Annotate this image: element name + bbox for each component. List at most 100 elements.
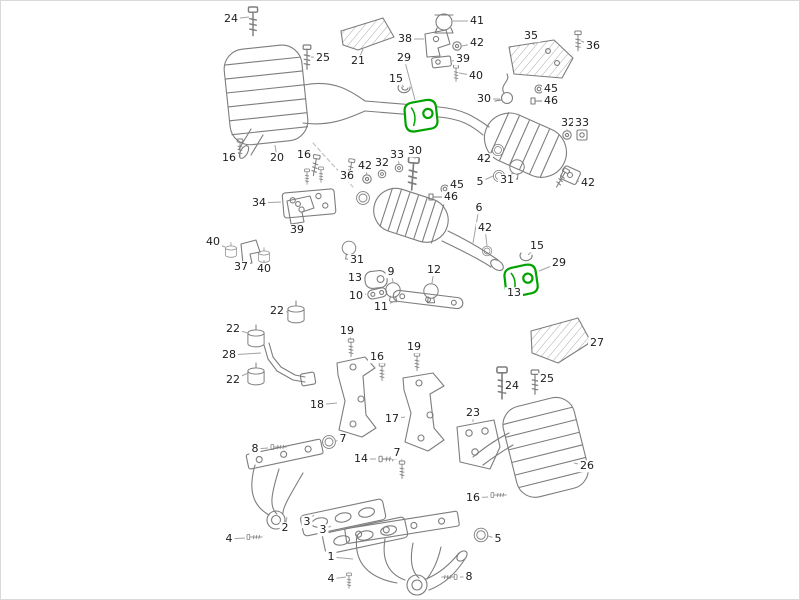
reference-dashed-line	[312, 142, 354, 188]
washer-42	[452, 41, 462, 51]
leader-line	[380, 301, 394, 308]
leader-line	[232, 372, 249, 381]
sealing-ring-45-mid	[440, 184, 450, 194]
leader-line	[274, 144, 278, 159]
seal-ring-7	[322, 435, 336, 449]
leader-line	[376, 356, 383, 364]
leader-line	[232, 328, 249, 334]
rubber-hanger-29-highlighted-2	[502, 262, 540, 299]
leader-line	[228, 352, 262, 356]
bracket-38	[424, 29, 451, 58]
leader-line	[391, 416, 406, 420]
rubber-hanger-29-highlighted	[402, 98, 440, 134]
bracket-28	[263, 342, 317, 387]
rubber-hanger-13-a	[363, 269, 389, 290]
gasket-3-a	[300, 498, 387, 537]
air-deflector-27	[530, 317, 592, 364]
leader-line	[330, 556, 354, 560]
screw-46	[530, 97, 546, 105]
leader-line	[487, 535, 499, 540]
mount-22-c	[247, 362, 265, 386]
stud-30-mid	[405, 155, 421, 192]
leader-line	[431, 269, 435, 284]
leader-line	[403, 57, 416, 101]
bolt-24	[247, 6, 259, 37]
leader-line	[330, 576, 347, 580]
leader-line	[364, 165, 368, 176]
leader-line	[296, 222, 299, 231]
mount-22-a	[287, 300, 305, 324]
bolt-24-b	[496, 366, 508, 400]
catalytic-converter-right	[438, 106, 581, 185]
leader-line	[527, 245, 538, 256]
damper-40-a	[225, 242, 237, 258]
leader-line	[228, 537, 246, 540]
screw-36	[574, 30, 582, 52]
bolt-4-a	[246, 534, 263, 540]
leader-line	[458, 72, 477, 77]
air-deflector-21	[340, 17, 395, 51]
leader-line	[390, 271, 394, 283]
leader-line	[230, 16, 250, 20]
leader-line	[258, 201, 282, 204]
leader-line	[276, 310, 289, 313]
leader-line	[566, 122, 569, 132]
nut-33	[576, 129, 588, 141]
washer-32-mid	[377, 169, 387, 179]
leader-line	[355, 293, 367, 297]
leader-line	[228, 152, 240, 159]
leader-line	[575, 180, 589, 184]
bolt-7-b	[398, 460, 406, 480]
leader-line	[484, 227, 488, 247]
screw-19-a	[347, 338, 355, 358]
support-bracket-18	[336, 356, 377, 438]
leader-line	[506, 171, 514, 181]
leader-line	[254, 447, 269, 450]
bracket-23	[456, 419, 501, 470]
bracket-37	[240, 239, 261, 265]
gasket-42-upper	[492, 144, 504, 156]
bolt-14	[378, 455, 398, 463]
leader-line	[538, 262, 560, 272]
plate-39	[431, 55, 452, 69]
gasket-5-b	[473, 527, 489, 543]
leader-line	[413, 346, 418, 354]
screw-16-mid	[378, 362, 386, 382]
bolt-16-right	[490, 492, 507, 498]
washer-33-mid	[394, 163, 404, 173]
leader-line	[472, 207, 480, 244]
leader-line	[479, 175, 494, 183]
leader-line	[395, 78, 405, 88]
bolt-8-b	[441, 574, 458, 580]
screw-19-b	[413, 352, 421, 372]
washer-32	[562, 130, 572, 140]
oxygen-sensor-30	[494, 73, 514, 105]
gasket-5	[493, 170, 505, 182]
bolt-25	[302, 44, 312, 70]
sealing-ring-45	[534, 84, 544, 94]
leader-line	[316, 402, 338, 406]
leader-line	[396, 154, 400, 165]
support-bracket-17	[402, 372, 445, 452]
inlet-flange-ring	[356, 191, 370, 205]
bracket-39-mid	[286, 195, 315, 225]
clamp-9	[385, 282, 401, 303]
leader-line	[354, 277, 365, 280]
clip-15	[397, 84, 411, 94]
leader-line	[335, 438, 344, 442]
leader-line	[448, 184, 458, 189]
bolt-25-b	[530, 369, 540, 395]
washer-42-mid	[362, 174, 372, 184]
leader-line	[451, 58, 464, 62]
muffler-right-drawing	[472, 396, 589, 498]
leader-line	[322, 525, 332, 531]
bracket-plate-34	[281, 188, 337, 219]
bolt-4-b	[346, 572, 352, 589]
leader-line	[461, 42, 478, 47]
leader-line	[357, 48, 364, 62]
manifold-left	[245, 438, 324, 530]
leader-line	[573, 462, 588, 467]
leader-line	[346, 330, 352, 340]
